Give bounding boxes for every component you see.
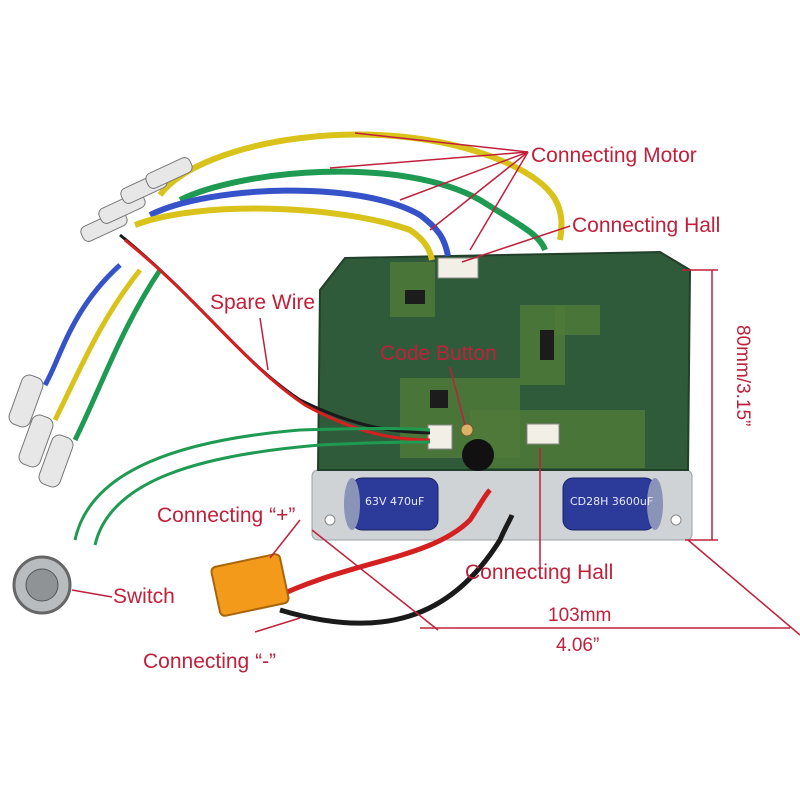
code-button-switch [460, 423, 474, 437]
switch-wire-green-2 [93, 440, 431, 546]
label-connecting-minus: Connecting “-” [143, 650, 277, 673]
label-connecting-motor: Connecting Motor [531, 144, 697, 167]
hall-wire-green [72, 268, 163, 442]
dimension-width-in: 4.06” [556, 635, 600, 656]
mount-hole [324, 514, 336, 526]
motor-wire-blue [148, 187, 451, 257]
motor-terminal [145, 157, 193, 189]
ic-chip [540, 330, 554, 360]
capacitor-left-text: 63V 470uF [365, 495, 425, 508]
hall-terminal [18, 414, 54, 468]
power-wire-red [268, 488, 492, 603]
label-spare-wire: Spare Wire [210, 291, 316, 314]
capacitor-right-text: CD28H 3600uF [570, 495, 654, 508]
dimension-height: 80mm/3.15” [732, 325, 753, 427]
hall-connector-bottom [526, 423, 560, 445]
pcb-zone [555, 305, 600, 335]
pcb-zone [390, 262, 435, 317]
spare-wire-red [124, 238, 431, 442]
spare-connector [427, 424, 453, 450]
motor-wire-green [178, 168, 548, 252]
label-connecting-plus: Connecting “+” [157, 504, 296, 527]
hall-wire-blue [42, 263, 122, 387]
ic-chip [430, 390, 448, 408]
motor-wire-yellow-2 [133, 205, 435, 261]
xt60-connector [210, 553, 290, 617]
buzzer [462, 439, 494, 471]
hall-connector-top [437, 257, 479, 279]
switch-wire-green [73, 427, 431, 541]
mount-hole [670, 514, 682, 526]
power-wire-black [279, 514, 515, 626]
callout-lines [71, 132, 800, 636]
label-code-button: Code Button [380, 342, 497, 365]
hall-wire-yellow [52, 268, 142, 422]
label-switch: Switch [113, 585, 175, 608]
dimension-width-mm: 103mm [548, 605, 612, 626]
hall-terminal [38, 434, 74, 488]
label-connecting-hall-bottom: Connecting Hall [465, 561, 614, 584]
ic-chip [405, 290, 425, 304]
hall-terminal [8, 374, 44, 428]
label-connecting-hall-top: Connecting Hall [572, 214, 721, 237]
